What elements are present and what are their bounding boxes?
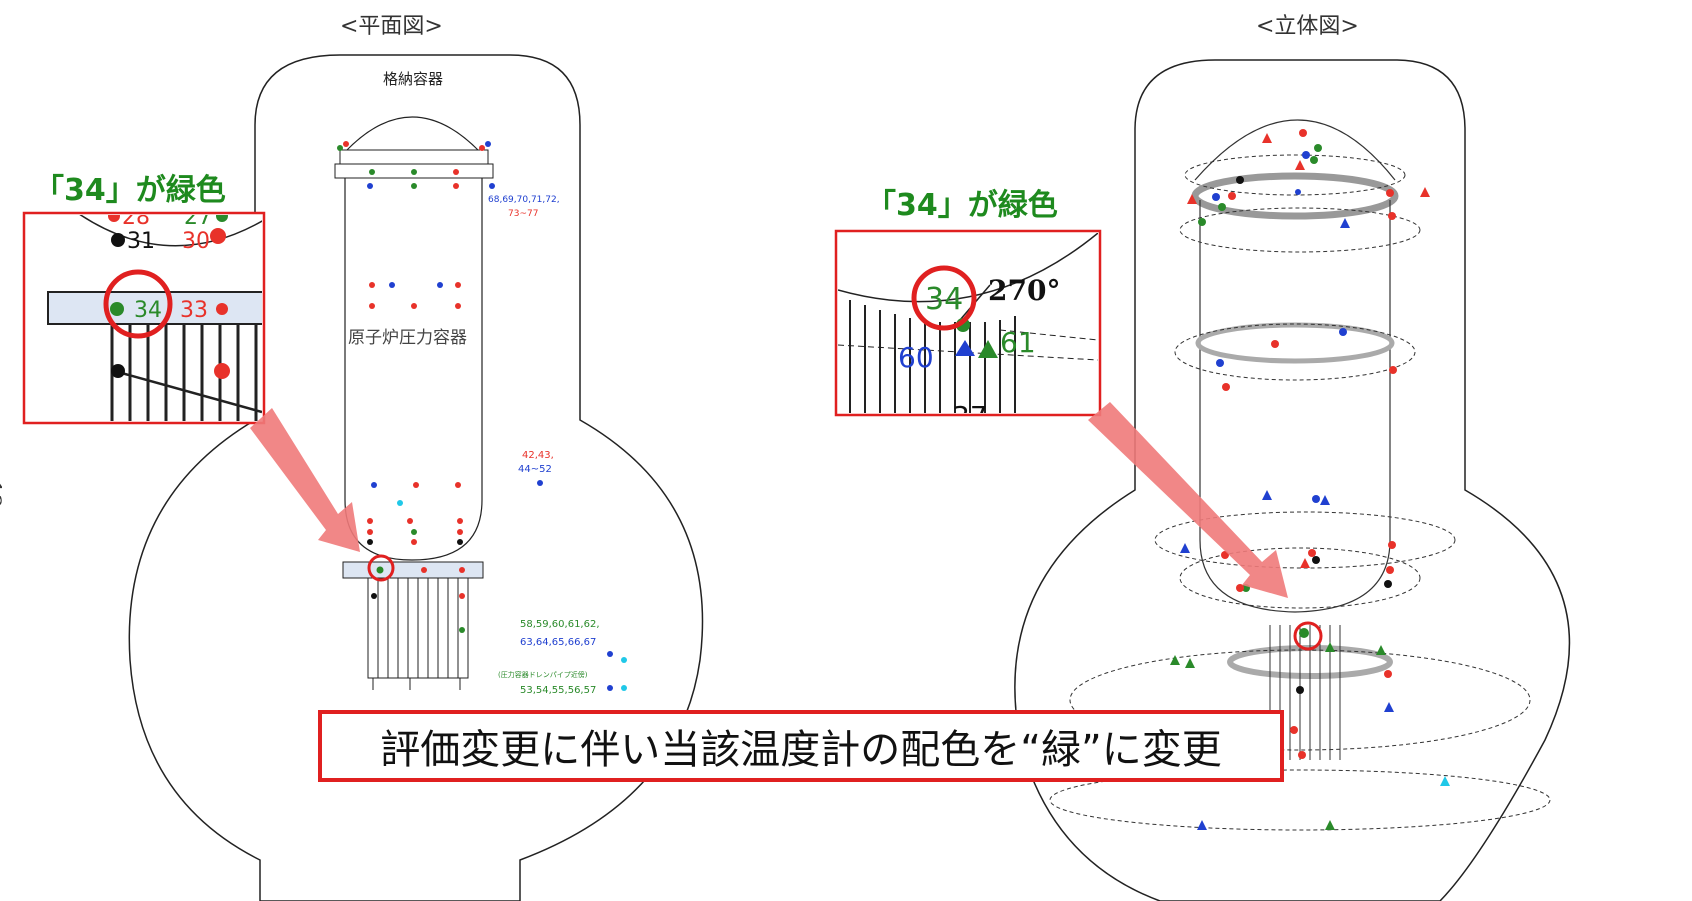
zoom-left-27: 27 — [184, 205, 212, 230]
zoom-right-34: 34 — [925, 282, 963, 317]
zoom-left-34-highlight — [103, 269, 173, 339]
zoom-left-30: 30 — [182, 229, 210, 254]
iso-flange-ring — [1191, 172, 1399, 220]
plan-view: 格納容器 原子炉圧力容器 68,69,70,71,72, 73~77 42,43… — [128, 54, 704, 901]
page-number: 13 — [0, 480, 4, 508]
right-pointer-arrow — [1088, 402, 1288, 598]
zoom-left-33: 33 — [180, 298, 208, 323]
plan-label-42-52: 42,43, — [522, 450, 554, 461]
plan-containment-label: 格納容器 — [383, 70, 443, 88]
plan-label-58-67b: 63,64,65,66,67 — [520, 637, 596, 648]
zoom-left-28: 28 — [122, 205, 150, 230]
iso-base-ring-2 — [1049, 769, 1551, 831]
iso-ring-lower-dash — [1179, 207, 1421, 253]
iso-low-ring-dash2 — [1179, 547, 1421, 609]
plan-34-highlight — [367, 554, 395, 582]
zoom-right-34-highlight — [911, 265, 977, 331]
zoom-left-34: 34 — [134, 298, 162, 323]
plan-label-68-77b: 73~77 — [508, 209, 538, 219]
green-note-right: 「34」が緑色 — [866, 188, 1058, 223]
iso-base-ring-1 — [1069, 649, 1531, 751]
iso-ring-upper-dash — [1184, 154, 1406, 196]
iso-thermometer-dots — [1170, 129, 1450, 830]
zoom-right-60: 60 — [898, 341, 934, 374]
plan-view-title: <平面図> — [340, 14, 443, 39]
plan-label-53-57: 53,54,55,56,57 — [520, 685, 596, 696]
left-zoom-box: 28 27 31 30 34 33 — [22, 205, 266, 425]
iso-34-highlight — [1293, 621, 1323, 651]
iso-dome — [1194, 119, 1396, 181]
plan-thermometer-dots — [337, 141, 627, 691]
plan-dome — [344, 116, 481, 153]
iso-mid-ring — [1195, 322, 1395, 364]
iso-rpv-body — [1199, 200, 1391, 613]
change-callout: 評価変更に伴い当該温度計の配色を“緑”に変更 — [318, 710, 1284, 782]
plan-flange-top — [339, 149, 489, 165]
iso-mid-ring-dash — [1174, 323, 1416, 381]
iso-view-title: <立体図> — [1256, 14, 1359, 39]
plan-rpv-body — [344, 178, 483, 561]
plan-rpv-label: 原子炉圧力容器 — [348, 328, 467, 348]
zoom-left-31: 31 — [127, 229, 155, 254]
zoom-right-37: 37 — [952, 400, 988, 433]
green-note-left: 「34」が緑色 — [34, 173, 226, 208]
plan-label-68-77: 68,69,70,71,72, — [488, 195, 560, 205]
plan-drain-pipes — [367, 577, 469, 690]
right-zoom-box: 34 270° 61 60 37 — [834, 229, 1102, 433]
plan-label-drain: (圧力容器ドレンパイプ近傍) — [498, 670, 588, 679]
zoom-right-angle: 270° — [988, 274, 1060, 307]
plan-label-42-52b: 44~52 — [518, 464, 552, 475]
zoom-right-61: 61 — [1000, 326, 1036, 359]
left-pointer-arrow — [250, 408, 360, 552]
plan-label-58-67a: 58,59,60,61,62, — [520, 619, 600, 630]
